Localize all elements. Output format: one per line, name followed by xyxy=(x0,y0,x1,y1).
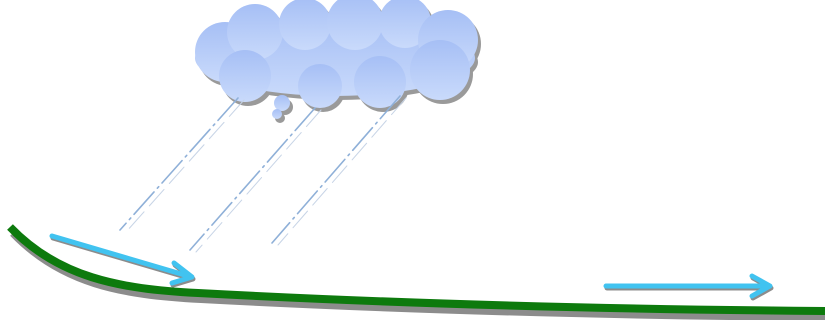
rain-streak xyxy=(120,98,244,232)
cloud-icon xyxy=(195,0,481,123)
rain-streak xyxy=(272,96,406,245)
rain-streaks xyxy=(120,96,406,252)
arrow-right-icon xyxy=(606,276,771,298)
ground-slope xyxy=(10,227,825,317)
